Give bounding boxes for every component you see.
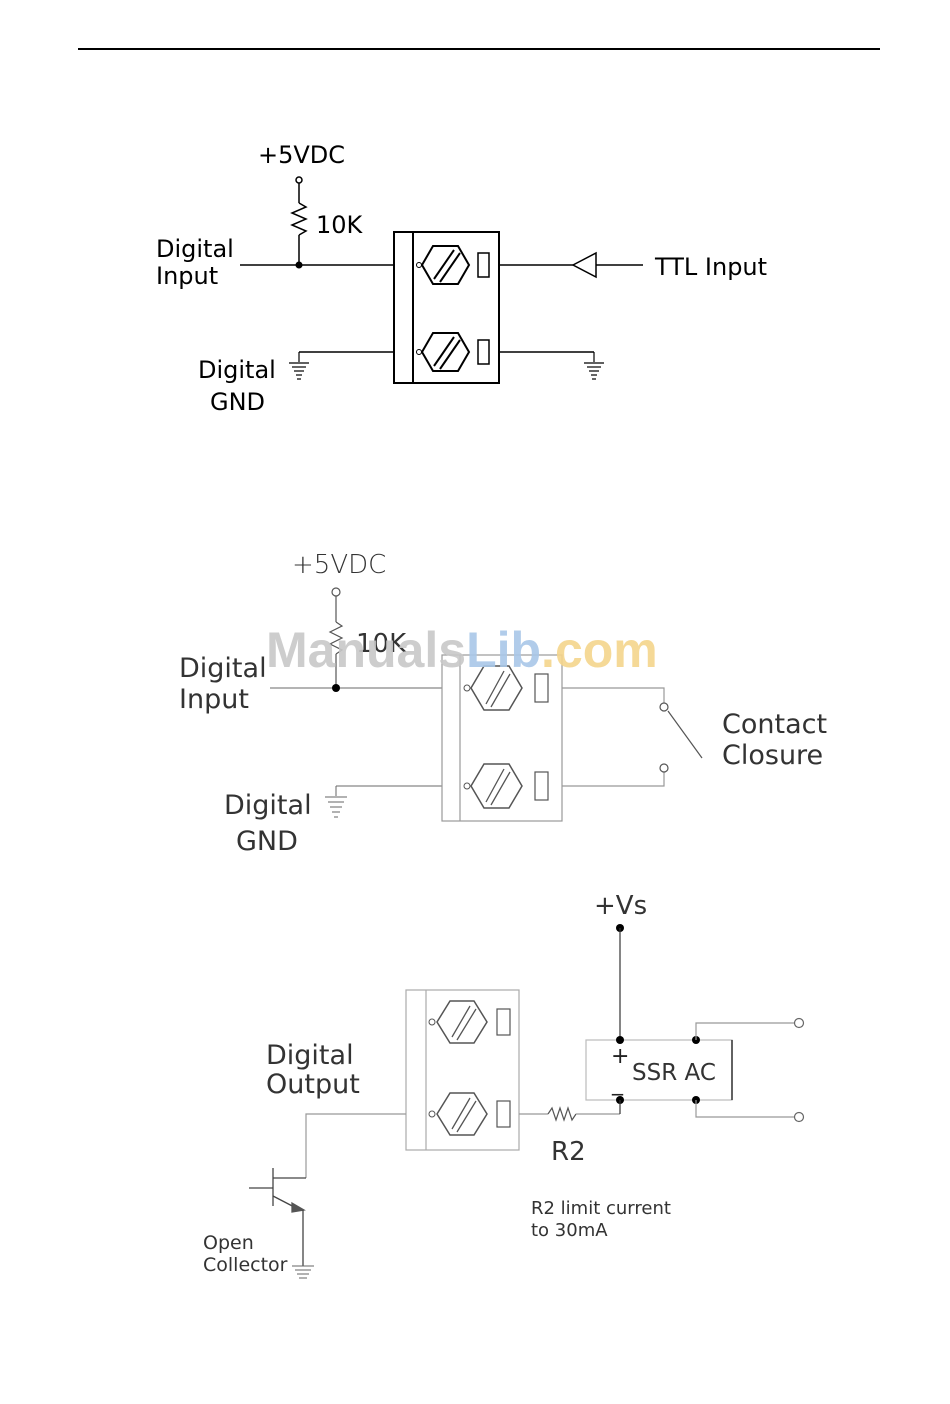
collector-label-a: Open — [203, 1232, 254, 1254]
input-label-2a: Digital — [179, 653, 267, 684]
note-line-2: to 30mA — [531, 1220, 608, 1241]
ac-terminal — [795, 1019, 804, 1028]
ssr-minus: _ — [611, 1071, 624, 1096]
terminal-block-1 — [394, 232, 499, 383]
r2-resistor — [548, 1108, 576, 1120]
svg-text:ManualsLib.com: ManualsLib.com — [266, 622, 658, 678]
contact-terminal — [660, 703, 668, 711]
input-label-1a: Digital — [156, 235, 234, 263]
note-line-1: R2 limit current — [531, 1198, 671, 1219]
gnd-label-1b: GND — [210, 388, 265, 416]
junction-dot-2 — [332, 684, 340, 692]
ground-symbol-1a — [289, 352, 309, 379]
screw-icon — [422, 333, 469, 371]
watermark: ManualsLib.com — [266, 622, 658, 678]
output-label-a: Digital — [266, 1040, 354, 1071]
terminal-block-2 — [442, 655, 562, 821]
ground-symbol-2 — [325, 786, 347, 817]
contact-label-b: Closure — [722, 740, 823, 771]
ground-symbol-3 — [292, 1266, 314, 1278]
contact-label-a: Contact — [722, 709, 827, 740]
diagram-digital-output: +Vs Digital Output — [203, 891, 804, 1278]
diagram-ttl-input: +5VDC 10K Digital Input Digital GND — [156, 141, 767, 416]
watermark-part-3: .com — [541, 622, 658, 678]
transistor-icon — [249, 1168, 306, 1266]
gnd-label-1a: Digital — [198, 356, 276, 384]
gnd-label-2b: GND — [236, 826, 298, 857]
input-label-1b: Input — [156, 262, 218, 290]
contact-terminal — [660, 764, 668, 772]
junction-dot-1 — [296, 262, 303, 269]
supply-terminal-1 — [296, 177, 302, 183]
diagram-contact-closure: +5VDC 10K Digital Input Digital GND — [179, 550, 827, 857]
ttl-label: TTL Input — [654, 253, 767, 281]
buffer-icon — [573, 253, 596, 277]
terminal-block-3 — [406, 990, 519, 1150]
ground-symbol-1b — [584, 352, 604, 379]
supply-label-3: +Vs — [594, 891, 647, 921]
r2-label: R2 — [551, 1137, 586, 1167]
output-label-b: Output — [266, 1069, 360, 1100]
ssr-plus: + — [611, 1044, 629, 1069]
ac-terminal — [795, 1113, 804, 1122]
resistor-label-1: 10K — [316, 211, 364, 239]
screw-icon — [422, 246, 469, 284]
gnd-label-2a: Digital — [224, 790, 312, 821]
switch-contact — [668, 711, 702, 758]
collector-label-b: Collector — [203, 1254, 288, 1276]
supply-terminal-2 — [332, 588, 340, 596]
supply-label-2: +5VDC — [292, 550, 386, 580]
watermark-part-1: Manuals — [266, 622, 466, 678]
pullup-resistor-1 — [292, 203, 306, 235]
supply-label-1: +5VDC — [258, 141, 345, 169]
input-label-2b: Input — [179, 684, 249, 715]
watermark-part-2: Lib — [466, 622, 541, 678]
ssr-label: SSR AC — [632, 1060, 716, 1086]
